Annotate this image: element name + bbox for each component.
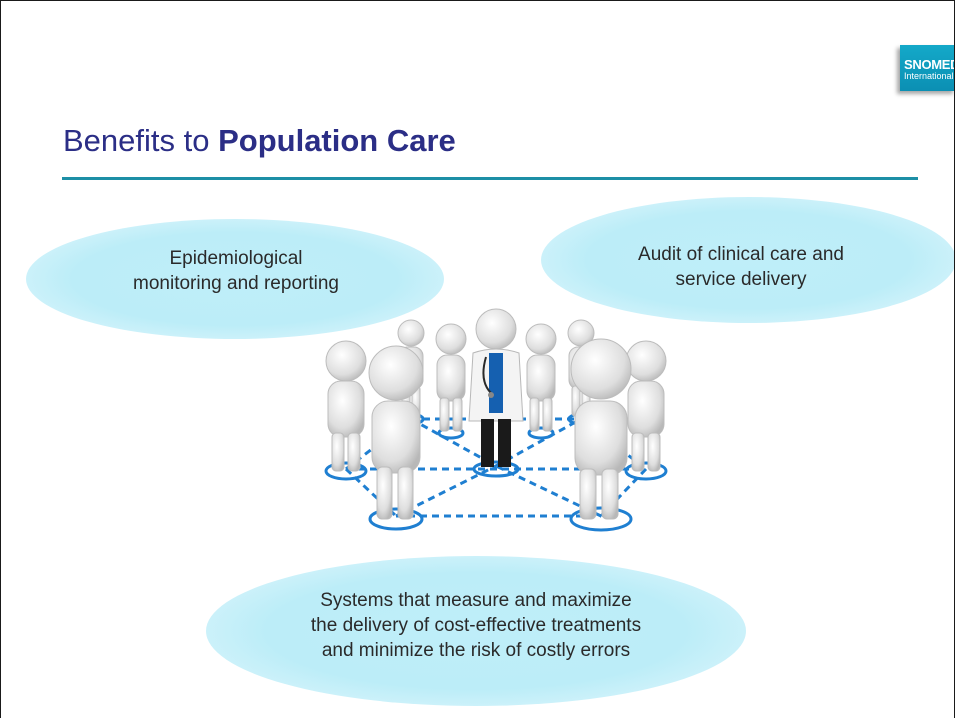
title-underline xyxy=(62,177,918,180)
bubble-bottom-line3: and minimize the risk of costly errors xyxy=(321,640,631,661)
bubble-bottom-line2: the delivery of cost-effective treatment… xyxy=(310,615,642,636)
bubble-left-line1: Epidemiological xyxy=(169,248,303,269)
people-network-illustration xyxy=(324,308,668,532)
bubble-bottom-line1: Systems that measure and maximize xyxy=(320,590,632,611)
bubble-left xyxy=(26,219,444,339)
bubble-bottom-text: Systems that measure and maximize the de… xyxy=(231,588,721,663)
logo-sub-text: International xyxy=(904,71,954,81)
snomed-logo: SNOMED International xyxy=(900,45,955,91)
bubble-right-text: Audit of clinical care and service deliv… xyxy=(561,242,921,292)
title-bold: Population Care xyxy=(218,123,456,158)
logo-main-text: SNOMED xyxy=(904,57,955,72)
bubble-right xyxy=(541,197,954,323)
slide-title: Benefits to Population Care xyxy=(63,123,456,159)
doctor-figure xyxy=(468,308,524,467)
bubble-right-line2: service delivery xyxy=(675,269,807,290)
title-normal: Benefits to xyxy=(63,123,219,158)
bubble-left-line2: monitoring and reporting xyxy=(133,273,339,294)
bubble-left-text: Epidemiological monitoring and reporting xyxy=(41,246,431,296)
bubble-right-line1: Audit of clinical care and xyxy=(638,244,844,265)
figures-front xyxy=(325,338,667,520)
bubble-bottom xyxy=(206,556,746,706)
